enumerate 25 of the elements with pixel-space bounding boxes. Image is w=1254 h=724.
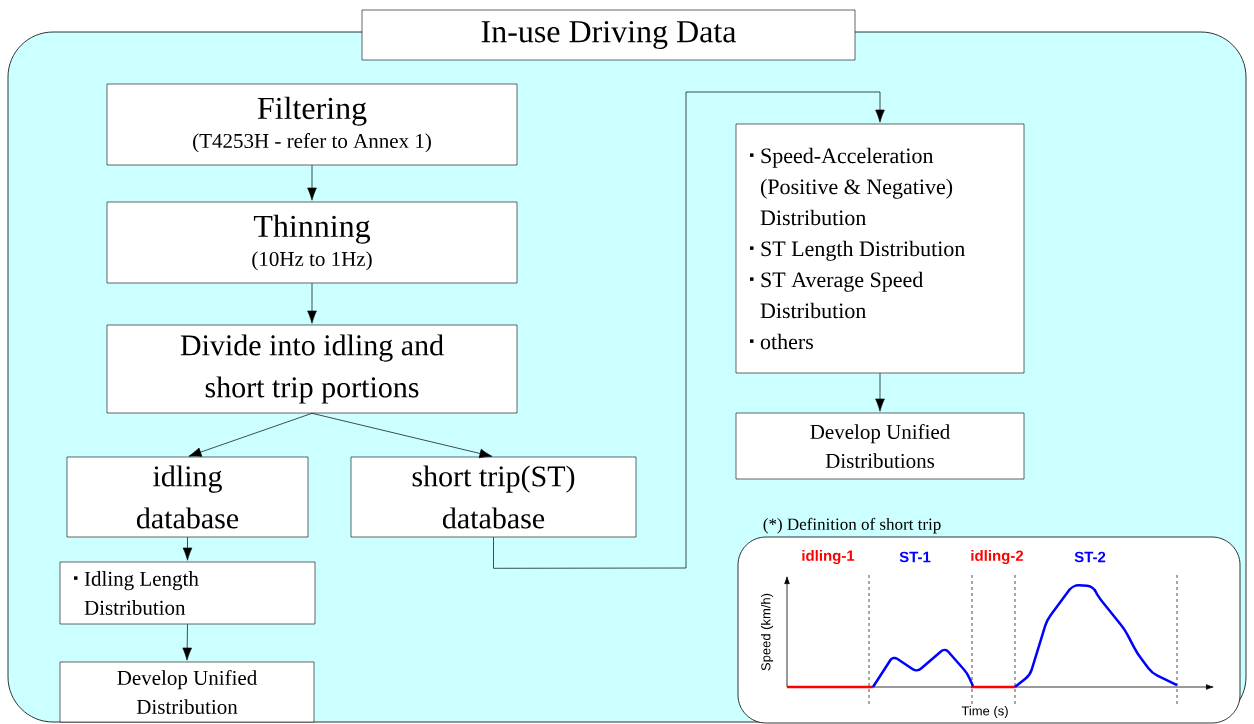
segment-label: idling-1 (802, 550, 855, 565)
process-box: Thinning (10Hz to 1Hz) (106, 201, 518, 284)
process-box: Divide into idling and short trip portions (106, 324, 518, 414)
list-box: Idling Length Distribution (59, 561, 316, 625)
title-box: In-use Driving Data (361, 9, 856, 61)
list-box: Speed-Acceleration (Positive & Negative) Distribution ST Length Distribution ST Average Speed Distribution others (735, 123, 1025, 374)
process-box: Filtering (T4253H - refer to Annex 1) (106, 83, 518, 166)
segment-label: ST-2 (1074, 551, 1106, 563)
arrow (182, 623, 192, 661)
arrow (307, 282, 317, 324)
arrow (493, 91, 885, 569)
axis-label: Time (s) (961, 705, 1008, 719)
axis-label: Speed (km/h) (760, 593, 774, 671)
database-box: short trip(ST) database (350, 456, 637, 538)
arrow (188, 412, 313, 457)
arrow (311, 412, 493, 459)
arrow (875, 372, 885, 412)
database-box: idling database (66, 456, 309, 538)
arrow (182, 536, 193, 561)
process-box: Develop Unified Distribution (59, 661, 315, 723)
process-box: Develop Unified Distributions (735, 412, 1025, 480)
segment-label: ST-1 (899, 551, 931, 563)
segment-label: idling-2 (971, 550, 1024, 565)
arrow (307, 164, 317, 201)
node-label: (*) Definition of short trip (763, 517, 941, 534)
